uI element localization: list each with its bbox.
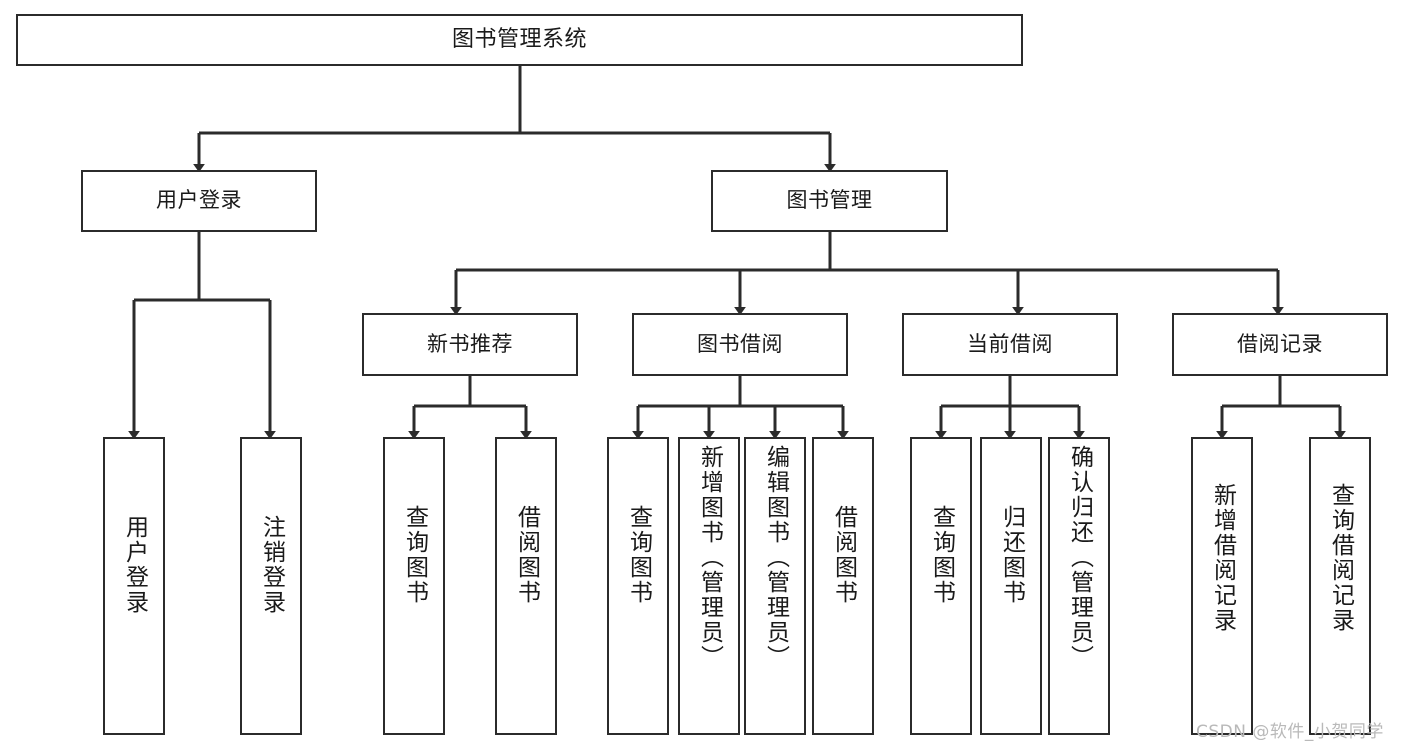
node-label: 新增图书（管理员） <box>696 445 723 670</box>
leaf-record-query-record[interactable]: 查询借阅记录 <box>1309 437 1371 735</box>
node-label: 当前借阅 <box>967 331 1053 356</box>
leaf-borrow-query-book[interactable]: 查询图书 <box>607 437 669 735</box>
node-label: 用户登录 <box>121 515 148 615</box>
node-label: 用户登录 <box>156 188 242 213</box>
node-book-management[interactable]: 图书管理 <box>711 170 948 232</box>
leaf-record-add-record[interactable]: 新增借阅记录 <box>1191 437 1253 735</box>
node-label: 新书推荐 <box>427 331 513 356</box>
node-label: 图书管理 <box>786 188 873 213</box>
leaf-new-book-query[interactable]: 查询图书 <box>383 437 445 735</box>
node-label: 新增借阅记录 <box>1209 483 1236 633</box>
node-book-borrow[interactable]: 图书借阅 <box>632 313 848 376</box>
node-label: 图书借阅 <box>697 331 783 356</box>
leaf-current-return-book[interactable]: 归还图书 <box>980 437 1042 735</box>
leaf-current-confirm-return-admin[interactable]: 确认归还（管理员） <box>1048 437 1110 735</box>
leaf-borrow-add-book-admin[interactable]: 新增图书（管理员） <box>678 437 740 735</box>
node-new-book-recommend[interactable]: 新书推荐 <box>362 313 578 376</box>
node-label: 借阅图书 <box>513 505 540 605</box>
leaf-user-login-signout[interactable]: 注销登录 <box>240 437 302 735</box>
leaf-borrow-edit-book-admin[interactable]: 编辑图书（管理员） <box>744 437 806 735</box>
node-root-system[interactable]: 图书管理系统 <box>16 14 1023 66</box>
node-label: 查询图书 <box>401 505 428 605</box>
leaf-new-book-borrow[interactable]: 借阅图书 <box>495 437 557 735</box>
node-label: 查询图书 <box>928 505 955 605</box>
node-borrow-record[interactable]: 借阅记录 <box>1172 313 1388 376</box>
leaf-borrow-borrow-book[interactable]: 借阅图书 <box>812 437 874 735</box>
node-label: 注销登录 <box>258 515 285 615</box>
leaf-current-query-book[interactable]: 查询图书 <box>910 437 972 735</box>
node-label: 编辑图书（管理员） <box>762 445 789 670</box>
node-label: 查询借阅记录 <box>1327 483 1354 633</box>
node-user-login[interactable]: 用户登录 <box>81 170 317 232</box>
leaf-user-login-signin[interactable]: 用户登录 <box>103 437 165 735</box>
node-label: 归还图书 <box>998 505 1025 605</box>
node-label: 确认归还（管理员） <box>1066 445 1093 670</box>
node-label: 图书管理系统 <box>451 26 587 52</box>
node-current-borrow[interactable]: 当前借阅 <box>902 313 1118 376</box>
node-label: 借阅图书 <box>830 505 857 605</box>
node-label: 借阅记录 <box>1237 331 1323 356</box>
node-label: 查询图书 <box>625 505 652 605</box>
